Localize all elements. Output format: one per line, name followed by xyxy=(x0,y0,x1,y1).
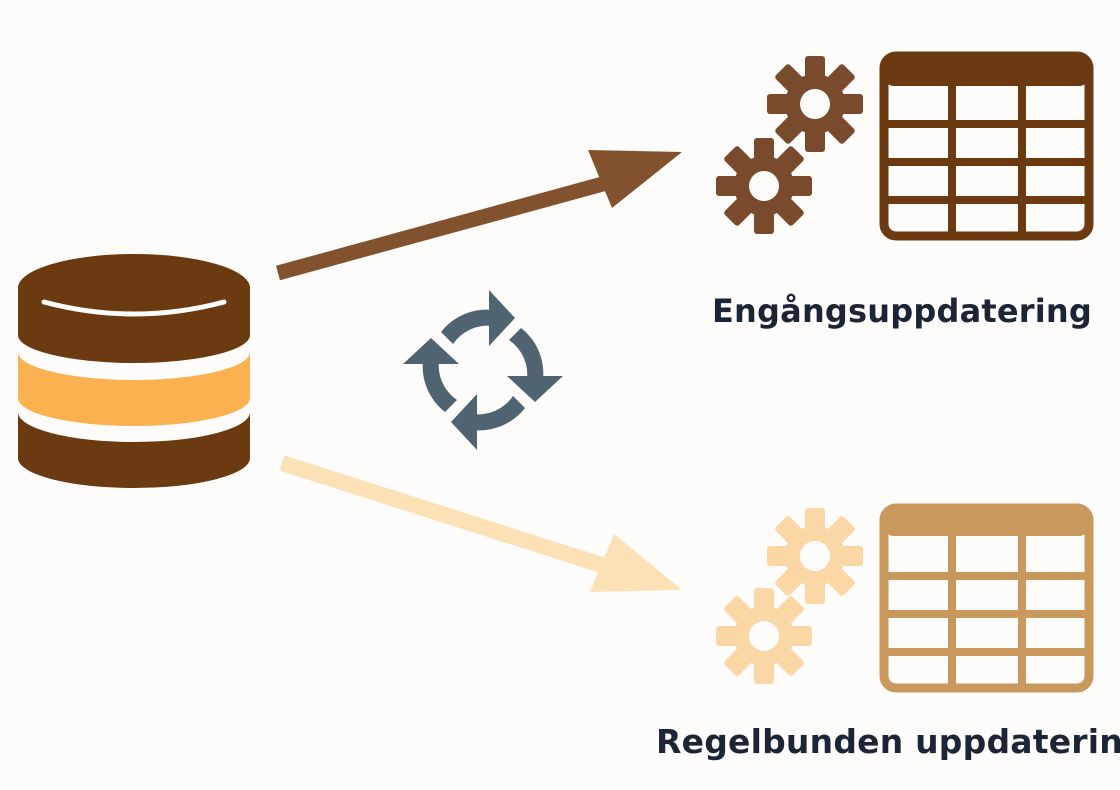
database-highlight xyxy=(41,299,227,317)
table-icon-top xyxy=(879,51,1094,241)
once-update-label: Engångsuppdatering xyxy=(712,292,1093,330)
gears-icon-bottom xyxy=(716,508,863,684)
database-middle-band xyxy=(18,352,250,426)
gears-icon-top xyxy=(716,56,863,234)
database-top-cap xyxy=(18,254,250,322)
arrow-to-regular-update xyxy=(279,455,682,592)
database-icon xyxy=(18,254,250,488)
table-icon-bottom xyxy=(879,503,1094,693)
regular-update-label: Regelbunden uppdatering xyxy=(656,722,1120,761)
arrow-to-once-update xyxy=(276,150,682,281)
refresh-cycle-icon xyxy=(403,290,563,450)
database-bottom-disk xyxy=(18,412,250,488)
